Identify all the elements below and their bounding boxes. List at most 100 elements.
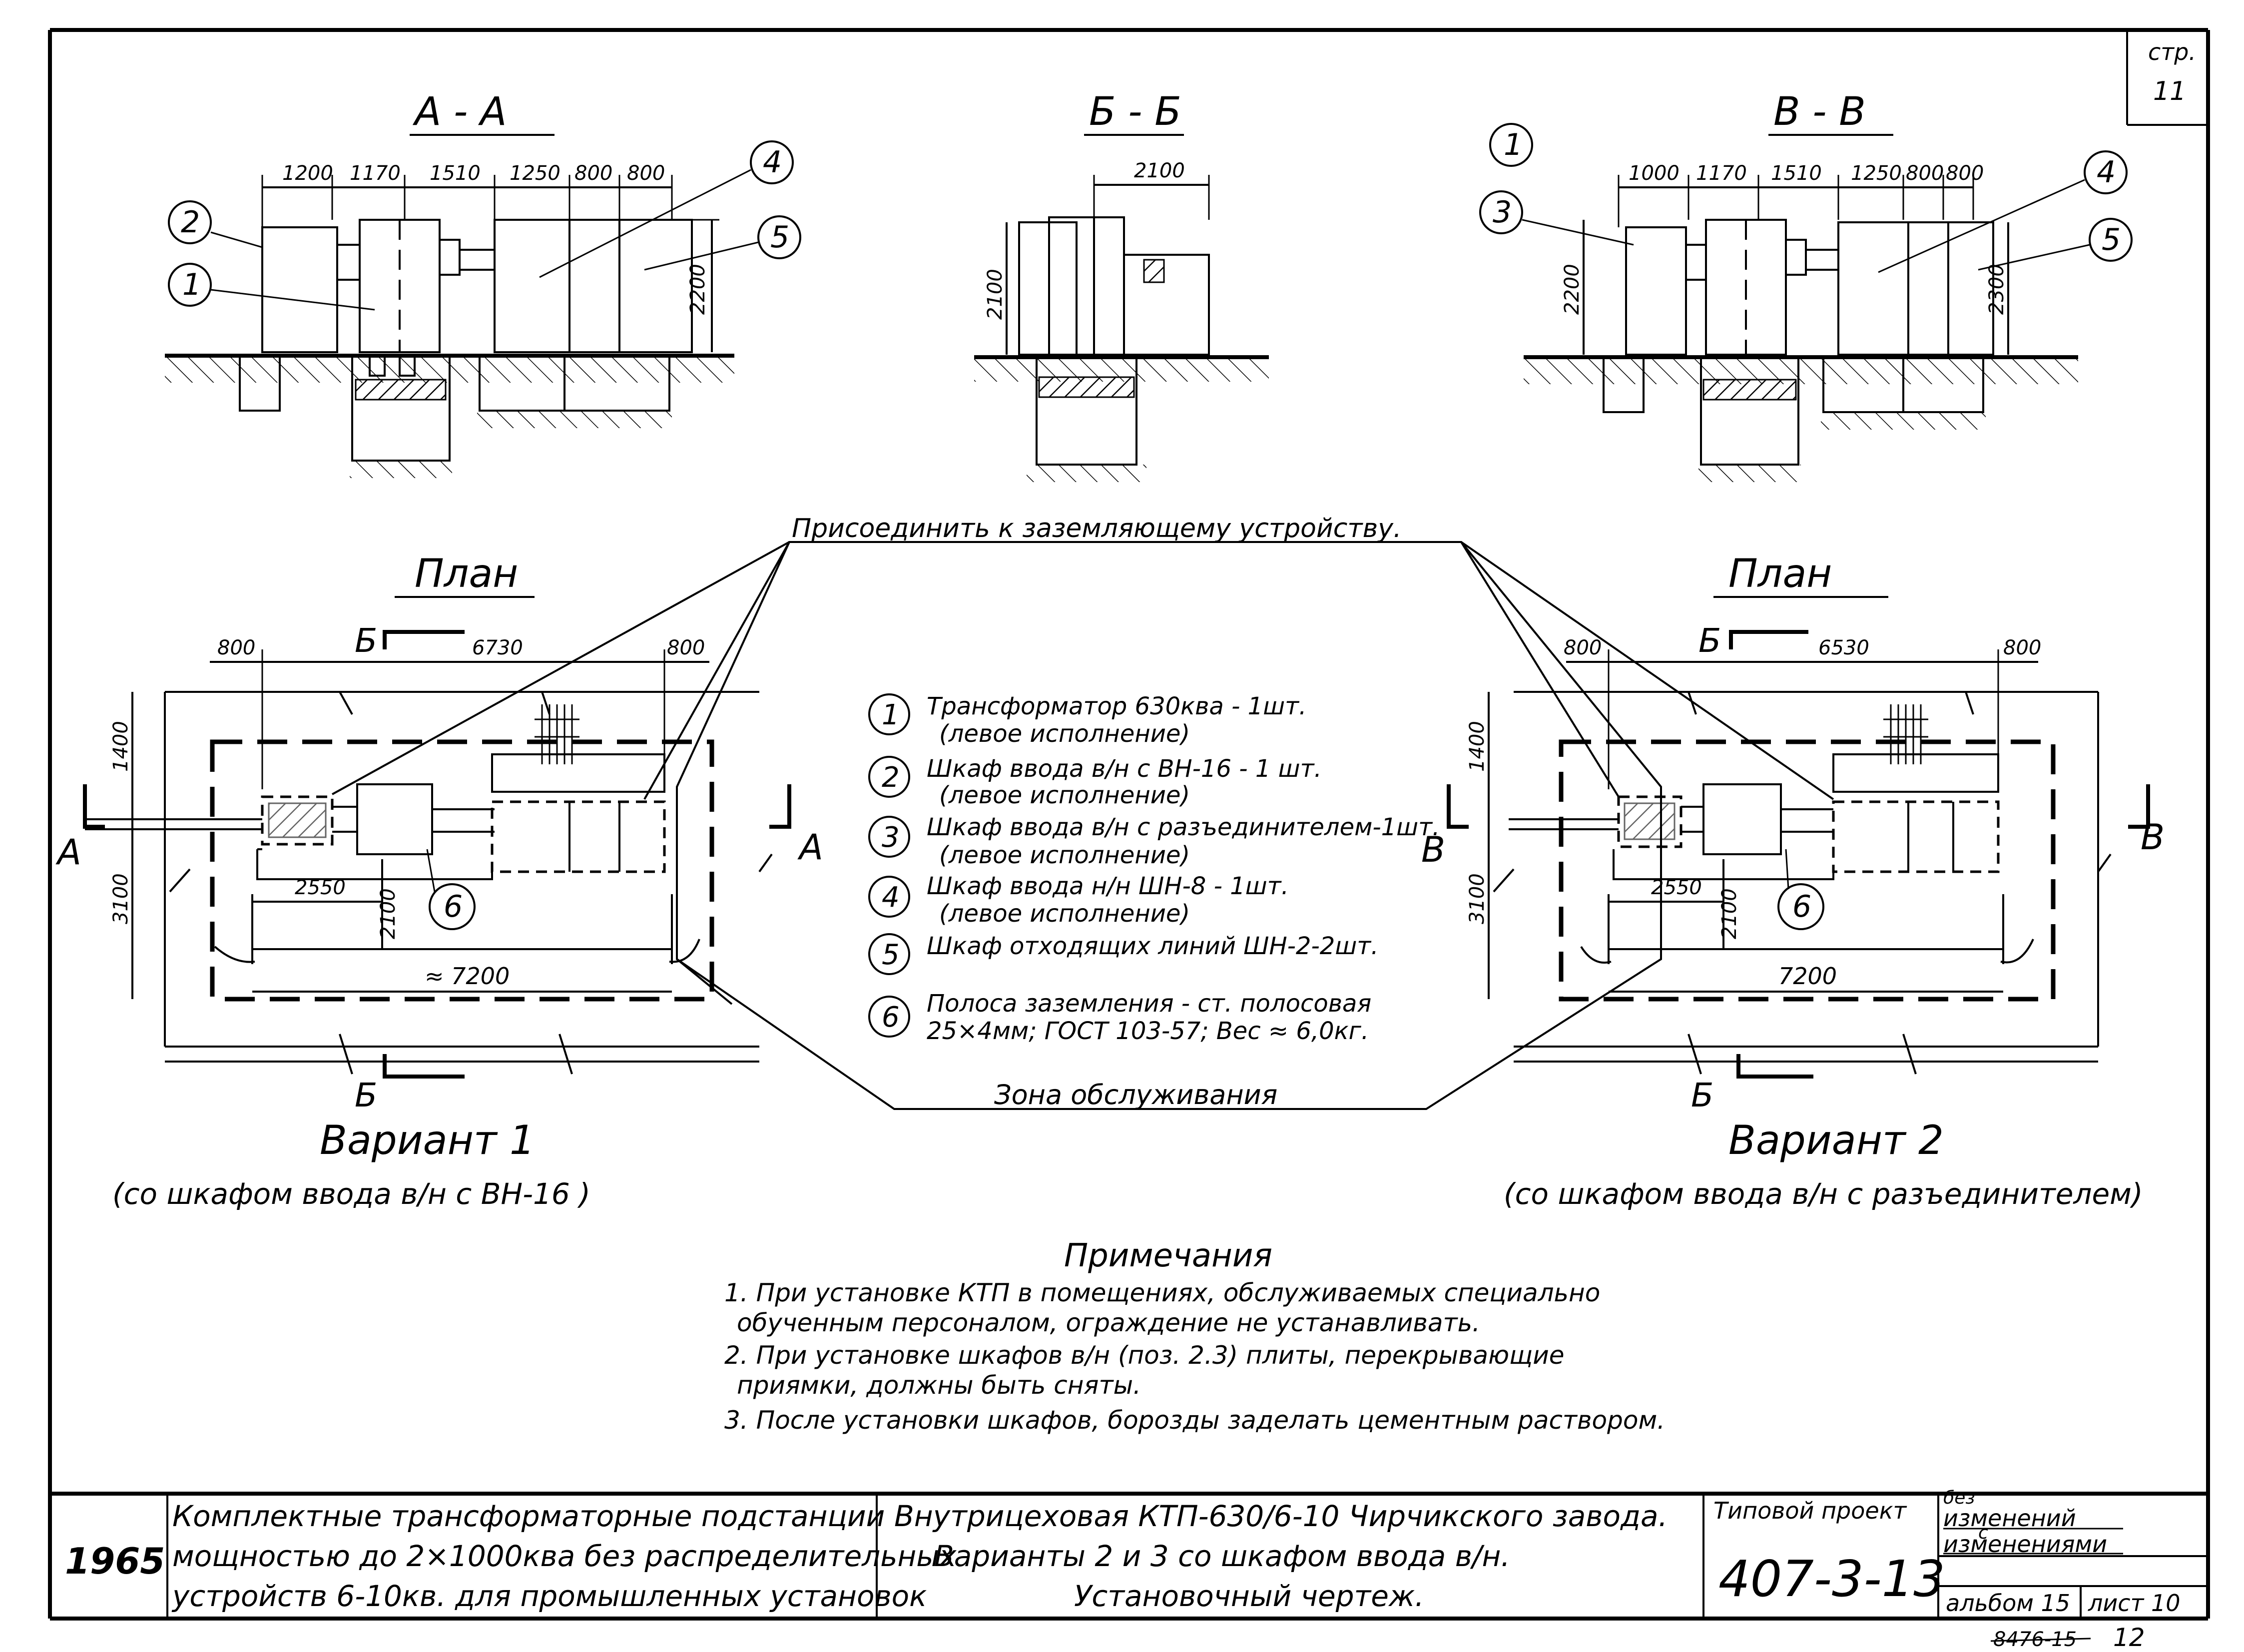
notes-heading: Примечания [1064,1237,1272,1274]
callout-aa-4: 4 [763,145,782,180]
vv-dim-4: 1250 [1851,162,1902,185]
legend-item-4-line2: (левое исполнение) [939,900,1190,928]
legend-item-1-line1: Трансформатор 630ква - 1шт. [927,692,1306,720]
legend-item-4-line1: Шкаф ввода н/н ШН-8 - 1шт. [927,872,1289,900]
ground-connect-note: Присоединить к заземляющему устройству. [792,514,1402,544]
corner-mark-number: 11 [2153,76,2186,106]
title-main-1: Внутрицеховая КТП-630/6-10 Чирчикского з… [894,1499,1668,1533]
vv-dim-2: 1170 [1696,162,1747,185]
legend-item-6-line2: 25×4мм; ГОСТ 103-57; Вес ≈ 6,0кг. [927,1017,1369,1045]
note-line-1: 1. При установке КТП в помещениях, обслу… [724,1278,1600,1307]
legend-num-3: 3 [882,821,900,854]
title-main-3: Установочный чертеж. [1074,1579,1424,1613]
aa-dim-5: 800 [574,162,612,185]
callout-plan-left-6: 6 [444,889,463,924]
title-year: 1965 [65,1540,165,1582]
legend-item-2-line1: Шкаф ввода в/н с ВН-16 - 1 шт. [927,755,1322,783]
vv-dim-1: 1000 [1629,162,1680,185]
variant-1-subtitle: (со шкафом ввода в/н с ВН-16 ) [112,1177,590,1211]
legend-num-2: 2 [882,761,900,794]
section-bb-title: Б - Б [1089,89,1181,134]
plan-left: План 800 6730 800 Б 1400 3100 А А [55,551,823,1114]
legend-item-1-line2: (левое исполнение) [939,720,1190,748]
section-aa-title: А - А [412,89,507,134]
legend-item-6-line1: Полоса заземления - ст. полосовая [927,990,1371,1018]
callout-aa-5: 5 [770,220,789,255]
plan-right-cut-right: В [2141,817,2165,858]
plan-left-depth-bottom: 3100 [109,873,132,924]
status-with: с [1978,1523,1988,1543]
plan-left-vertical: 2100 [377,888,400,939]
title-desc-1: Комплектные трансформаторные подстанции [172,1499,885,1533]
plan-right-total: 6530 [1818,636,1869,659]
aa-dim-4: 1250 [510,162,561,185]
plan-left-offset: 2550 [295,876,346,899]
legend-num-6: 6 [882,1001,900,1034]
status-changes: изменений [1943,1505,2076,1532]
plan-left-total: 6730 [472,636,523,659]
vv-dim-3: 1510 [1771,162,1822,185]
callout-plan-right-6: 6 [1792,889,1811,924]
status-with-changes: изменениями [1943,1531,2107,1558]
title-main-2: Варианты 2 и 3 со шкафом ввода в/н. [934,1539,1510,1573]
vv-dim-5: 800 [1906,162,1944,185]
plan-left-title: План [415,551,518,596]
plan-right-title: План [1728,551,1832,596]
aa-dim-6: 800 [627,162,665,185]
section-vv-title: В - В [1773,89,1866,134]
vv-height-dim-right: 2300 [1985,264,2008,315]
sheet-number: лист 10 [2088,1590,2181,1617]
plan-right-service: 7200 [1778,963,1837,990]
section-aa: А - А 1200 1170 1510 1250 800 800 [165,89,734,478]
callout-vv-1: 1 [1504,127,1523,162]
aa-dim-2: 1170 [350,162,401,185]
section-vv: В - В 1000 1170 1510 1250 800 800 2200 2… [1524,89,2078,482]
bb-height-dim: 2100 [984,269,1007,320]
section-bb: Б - Б 2100 2100 [974,89,1269,482]
status-without: без [1943,1488,1975,1508]
project-label: Типовой проект [1713,1497,1907,1524]
legend-item-2-line2: (левое исполнение) [939,781,1190,809]
title-block [50,1492,2208,1619]
plan-right: План 800 6530 800 Б 1400 3100 В В [1421,551,2165,1114]
vv-dim-6: 800 [1946,162,1984,185]
title-desc-2: мощностью до 2×1000ква без распределител… [172,1539,957,1573]
aa-dim-3: 1510 [430,162,481,185]
plan-left-depth-top: 1400 [109,721,132,772]
plan-right-depth-bottom: 3100 [1466,873,1489,924]
plan-left-margin-right: 800 [667,636,705,659]
variant-2-subtitle: (со шкафом ввода в/н с разъединителем) [1504,1177,2143,1211]
callout-aa-2: 2 [181,205,200,240]
plan-right-cut-top: Б [1698,621,1721,660]
note-line-4: приямки, должны быть сняты. [737,1371,1141,1400]
plan-right-margin-left: 800 [1564,636,1602,659]
plan-right-depth-top: 1400 [1466,721,1489,772]
note-line-2: обученным персоналом, ограждение не уста… [737,1308,1480,1337]
note-line-3: 2. При установке шкафов в/н (поз. 2.3) п… [724,1341,1565,1370]
plan-left-cut-bottom: Б [355,1076,377,1114]
plan-right-cut-bottom: Б [1691,1076,1713,1114]
bb-width-dim: 2100 [1134,159,1185,182]
plan-right-offset: 2550 [1651,876,1702,899]
legend-item-3-line2: (левое исполнение) [939,841,1190,869]
plan-left-cut-right: А [797,827,823,868]
callout-vv-5: 5 [2102,222,2121,257]
callout-aa-1: 1 [182,267,201,302]
legend-item-3-line1: Шкаф ввода в/н с разъединителем-1шт. [927,813,1440,841]
legend-item-5-line1: Шкаф отходящих линий ШН-2-2шт. [927,932,1378,960]
callout-vv-4: 4 [2097,155,2116,190]
aa-dim-1: 1200 [282,162,333,185]
plan-right-margin-right: 800 [2003,636,2041,659]
service-zone-outline [676,541,1662,1110]
project-number: 407-3-13 [1718,1550,1945,1608]
variant-2-title: Вариант 2 [1728,1117,1944,1163]
plan-right-cut-left: В [1421,829,1445,870]
legend-num-1: 1 [882,699,900,731]
service-zone-label: Зона обслуживания [994,1079,1277,1110]
notes: Примечания 1. При установке КТП в помеще… [724,1237,1665,1435]
note-line-5: 3. После установки шкафов, борозды задел… [724,1406,1665,1435]
legend-num-5: 5 [882,939,900,971]
legend-num-4: 4 [882,881,900,914]
legend: 1 Трансформатор 630ква - 1шт. (левое исп… [868,692,1440,1045]
